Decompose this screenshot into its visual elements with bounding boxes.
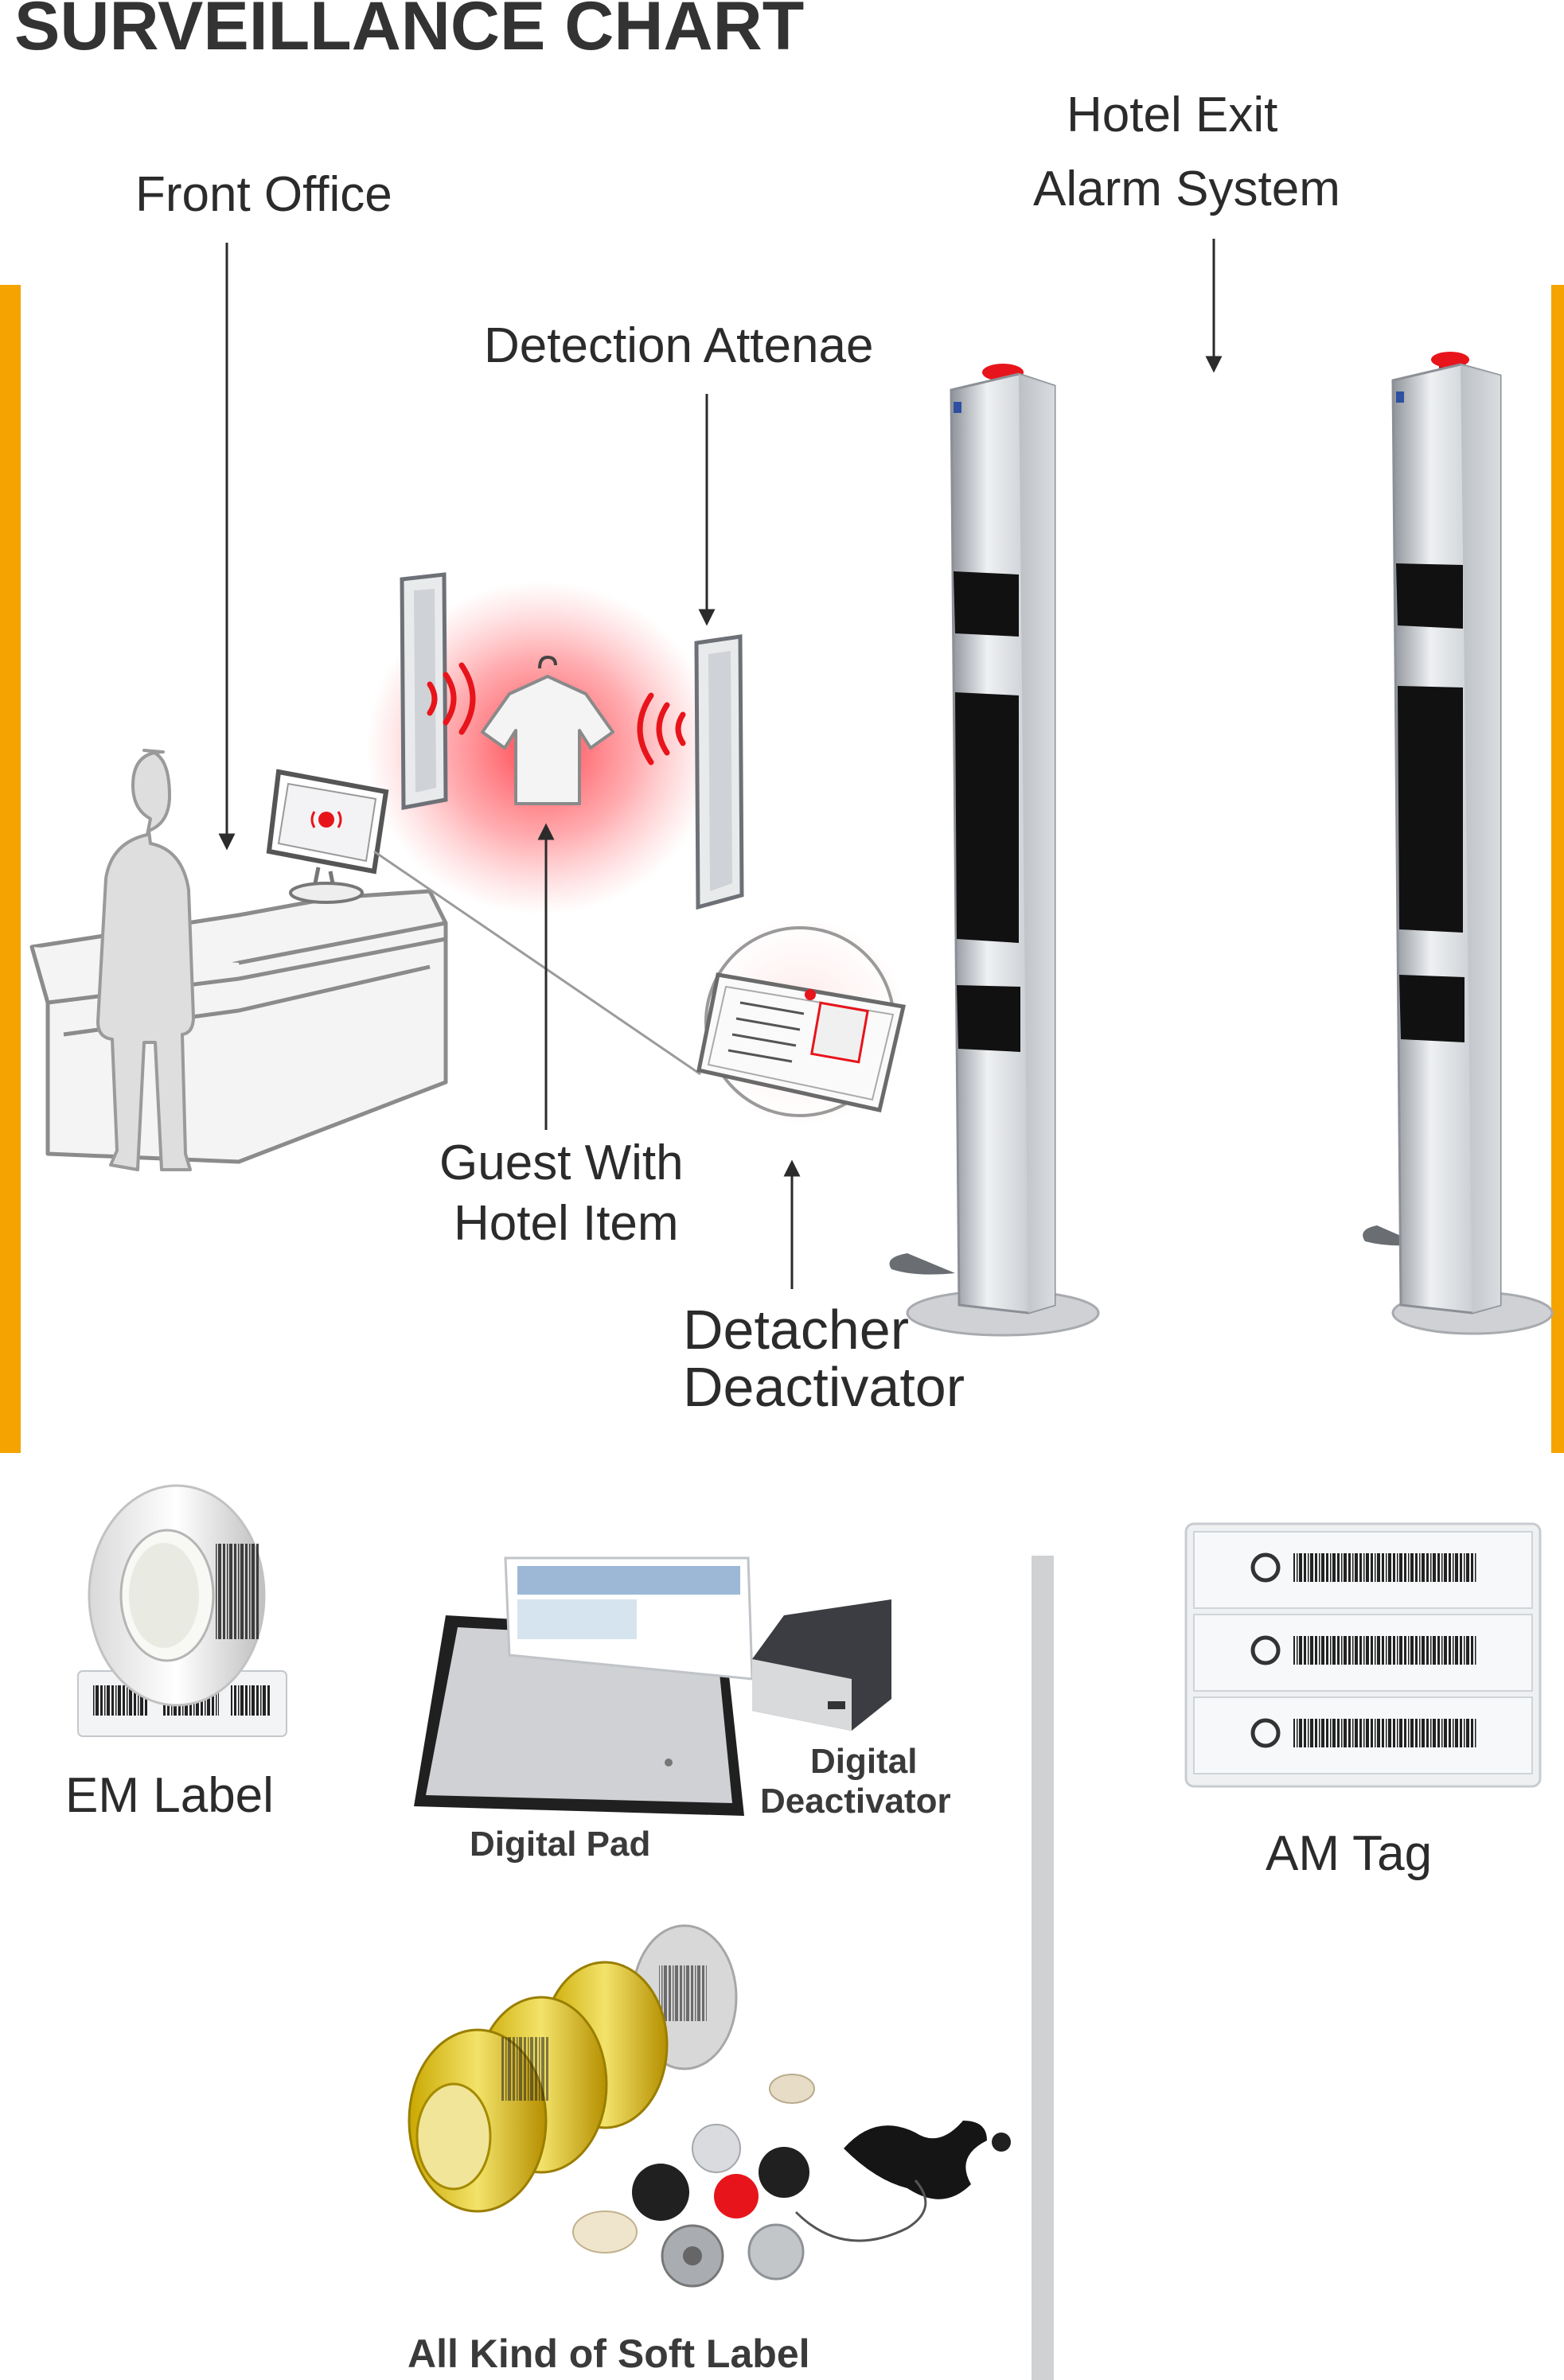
tshirt-icon (481, 655, 614, 805)
soft-label-rolls-icon (408, 1924, 738, 2213)
page-title: SURVEILLANCE CHART (14, 0, 804, 64)
digital-pad-caption: Digital Pad (470, 1825, 650, 1864)
digital-deactivator-caption-line1: Digital (810, 1742, 917, 1781)
detacher-magnifier (696, 926, 907, 1117)
exit-alarm-pillar-right (1363, 352, 1554, 1335)
hotel-exit-label-line1: Hotel Exit (1067, 88, 1277, 142)
detacher-label-line2: Deactivator (683, 1356, 965, 1418)
am-tag-icon (1184, 1522, 1542, 1788)
signal-waves-right-icon (637, 692, 686, 765)
magnifier-pointer-line (373, 850, 701, 1076)
person-silhouette (96, 749, 195, 1171)
detection-antennae-label: Detection Attenae (484, 318, 873, 373)
digital-deactivator-caption-line2: Deactivator (760, 1782, 951, 1821)
am-tag-caption: AM Tag (1266, 1826, 1432, 1881)
small-antenna-right (694, 634, 744, 910)
front-office-label: Front Office (135, 167, 392, 222)
soft-label-caption: All Kind of Soft Label (408, 2331, 810, 2376)
products-divider (1032, 1556, 1054, 2380)
guest-label-line2: Hotel Item (454, 1196, 679, 1251)
digital-deactivator-box-icon (752, 1599, 891, 1731)
monitor-icon (266, 769, 389, 904)
digital-pad-icon (414, 1556, 754, 1816)
hard-tags-icon (572, 2074, 1011, 2288)
em-label-caption: EM Label (65, 1768, 274, 1823)
small-antenna-left (400, 572, 448, 811)
guest-label-line1: Guest With (439, 1135, 684, 1190)
panel-right-bar (1551, 285, 1564, 1453)
panel-left-bar (0, 285, 21, 1453)
panel-background (21, 285, 1551, 1453)
em-label-roll-icon (77, 1484, 287, 1737)
detacher-label-line1: Detacher (683, 1299, 909, 1361)
signal-waves-left-icon (427, 662, 476, 735)
exit-alarm-pillar-left (889, 364, 1100, 1337)
hotel-exit-label-line2: Alarm System (1033, 162, 1340, 216)
